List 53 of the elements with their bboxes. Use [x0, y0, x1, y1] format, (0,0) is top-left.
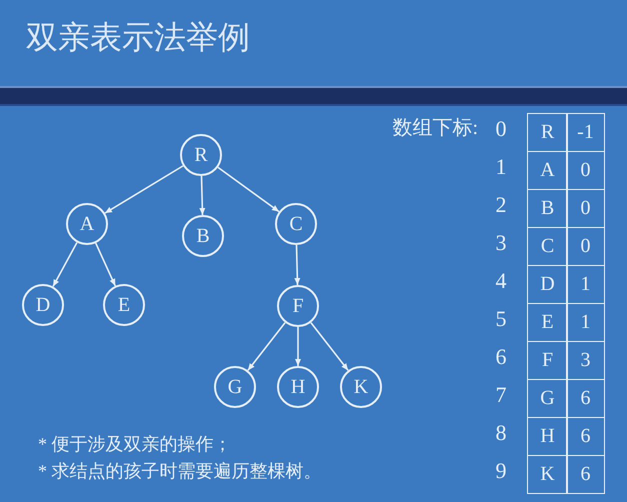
tree-node-circle: H [277, 366, 319, 408]
table-cell: 6 [566, 379, 605, 418]
arrow [310, 322, 349, 371]
table-cell: 6 [566, 417, 605, 456]
row-index: 6 [494, 344, 508, 370]
table-cell: 0 [566, 151, 605, 190]
table-cell: K [527, 455, 568, 494]
row-index: 0 [494, 116, 508, 142]
table-cell: G [527, 379, 568, 418]
table-cell: 0 [566, 227, 605, 266]
note: * 求结点的孩子时需要遍历整棵树。 [38, 460, 322, 483]
row-index: 9 [494, 458, 508, 484]
row-index: 8 [494, 420, 508, 446]
table-cell: R [527, 113, 568, 152]
tree-node-circle: D [22, 284, 64, 326]
row-index: 5 [494, 306, 508, 332]
table-cell: B [527, 189, 568, 228]
tree-node-circle: K [340, 366, 382, 408]
arrow [52, 242, 78, 287]
table-cell: H [527, 417, 568, 456]
arrow [199, 176, 206, 216]
table-cell: F [527, 341, 568, 380]
table-cell: A [527, 151, 568, 190]
table-cell: C [527, 227, 568, 266]
row-index: 1 [494, 154, 508, 180]
table-cell: 3 [566, 341, 605, 380]
table-cell: 1 [566, 265, 605, 304]
table-cell: 1 [566, 303, 605, 342]
note: * 便于涉及双亲的操作； [38, 433, 232, 456]
arrow [95, 242, 116, 286]
row-index: 4 [494, 268, 508, 294]
table-cell: E [527, 303, 568, 342]
table-cell: 6 [566, 455, 605, 494]
tree-node-circle: A [66, 203, 108, 245]
tree-node-circle: B [182, 215, 224, 257]
arrow [247, 322, 286, 371]
table-cell: -1 [566, 113, 605, 152]
row-index: 7 [494, 382, 508, 408]
tree-node-circle: E [103, 284, 145, 326]
arrow [294, 244, 300, 286]
title: 双亲表示法举例 [26, 18, 250, 57]
table-cell: D [527, 265, 568, 304]
arrow [295, 327, 301, 366]
arrow [218, 166, 280, 212]
arrow [104, 165, 184, 214]
tree-node-circle: G [214, 366, 256, 408]
tree-node-circle: C [275, 203, 317, 245]
table-cell: 0 [566, 189, 605, 228]
row-index: 2 [494, 192, 508, 218]
row-index: 3 [494, 230, 508, 256]
tree-node-circle: F [277, 285, 319, 327]
tree-node-circle: R [180, 134, 222, 176]
array-index-label: 数组下标: [392, 116, 478, 141]
